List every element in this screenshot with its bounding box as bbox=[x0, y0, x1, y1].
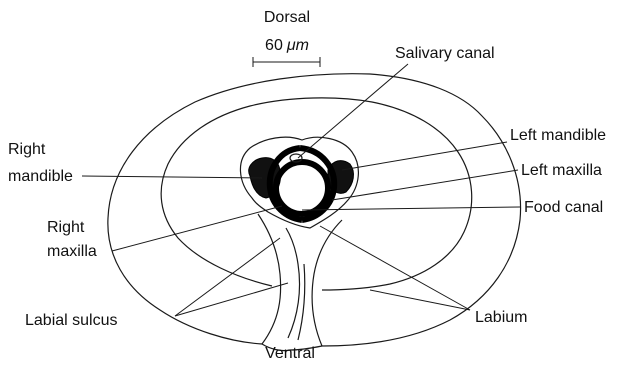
right-maxilla-label-line1: Right bbox=[47, 219, 85, 236]
labial-sulcus-channel-right bbox=[312, 220, 342, 346]
scale-bar-value: 60 bbox=[265, 37, 283, 54]
labium-inner-outline bbox=[161, 98, 472, 290]
right-maxilla-leader bbox=[112, 206, 282, 251]
right-maxilla-label-line2: maxilla bbox=[47, 243, 97, 260]
food-canal bbox=[276, 162, 328, 214]
labium-leader-2 bbox=[370, 290, 470, 310]
left-maxilla-leader bbox=[332, 170, 518, 200]
scale-bar-unit: μm bbox=[286, 37, 309, 54]
salivary-canal-label: Salivary canal bbox=[395, 45, 495, 62]
salivary-canal-leader bbox=[298, 64, 408, 158]
left-mandible-label: Left mandible bbox=[510, 127, 606, 144]
ventral-label: Ventral bbox=[265, 345, 315, 362]
food-canal-leader bbox=[302, 207, 520, 210]
right-mandible-leader bbox=[82, 176, 262, 178]
right-mandible-label-line1: Right bbox=[8, 141, 46, 158]
labium-label: Labium bbox=[475, 309, 527, 326]
left-maxilla-label: Left maxilla bbox=[521, 162, 602, 179]
labium-leader-1 bbox=[320, 226, 470, 310]
labial-sulcus-inner-left bbox=[286, 228, 300, 338]
left-mandible-leader bbox=[342, 142, 507, 170]
labial-sulcus-leader-2 bbox=[175, 283, 288, 316]
food-canal-label: Food canal bbox=[524, 199, 603, 216]
right-mandible-label-line2: mandible bbox=[8, 168, 73, 185]
dorsal-label: Dorsal bbox=[264, 9, 310, 26]
labial-sulcus-label: Labial sulcus bbox=[25, 312, 118, 329]
labial-sulcus-channel bbox=[258, 214, 281, 344]
